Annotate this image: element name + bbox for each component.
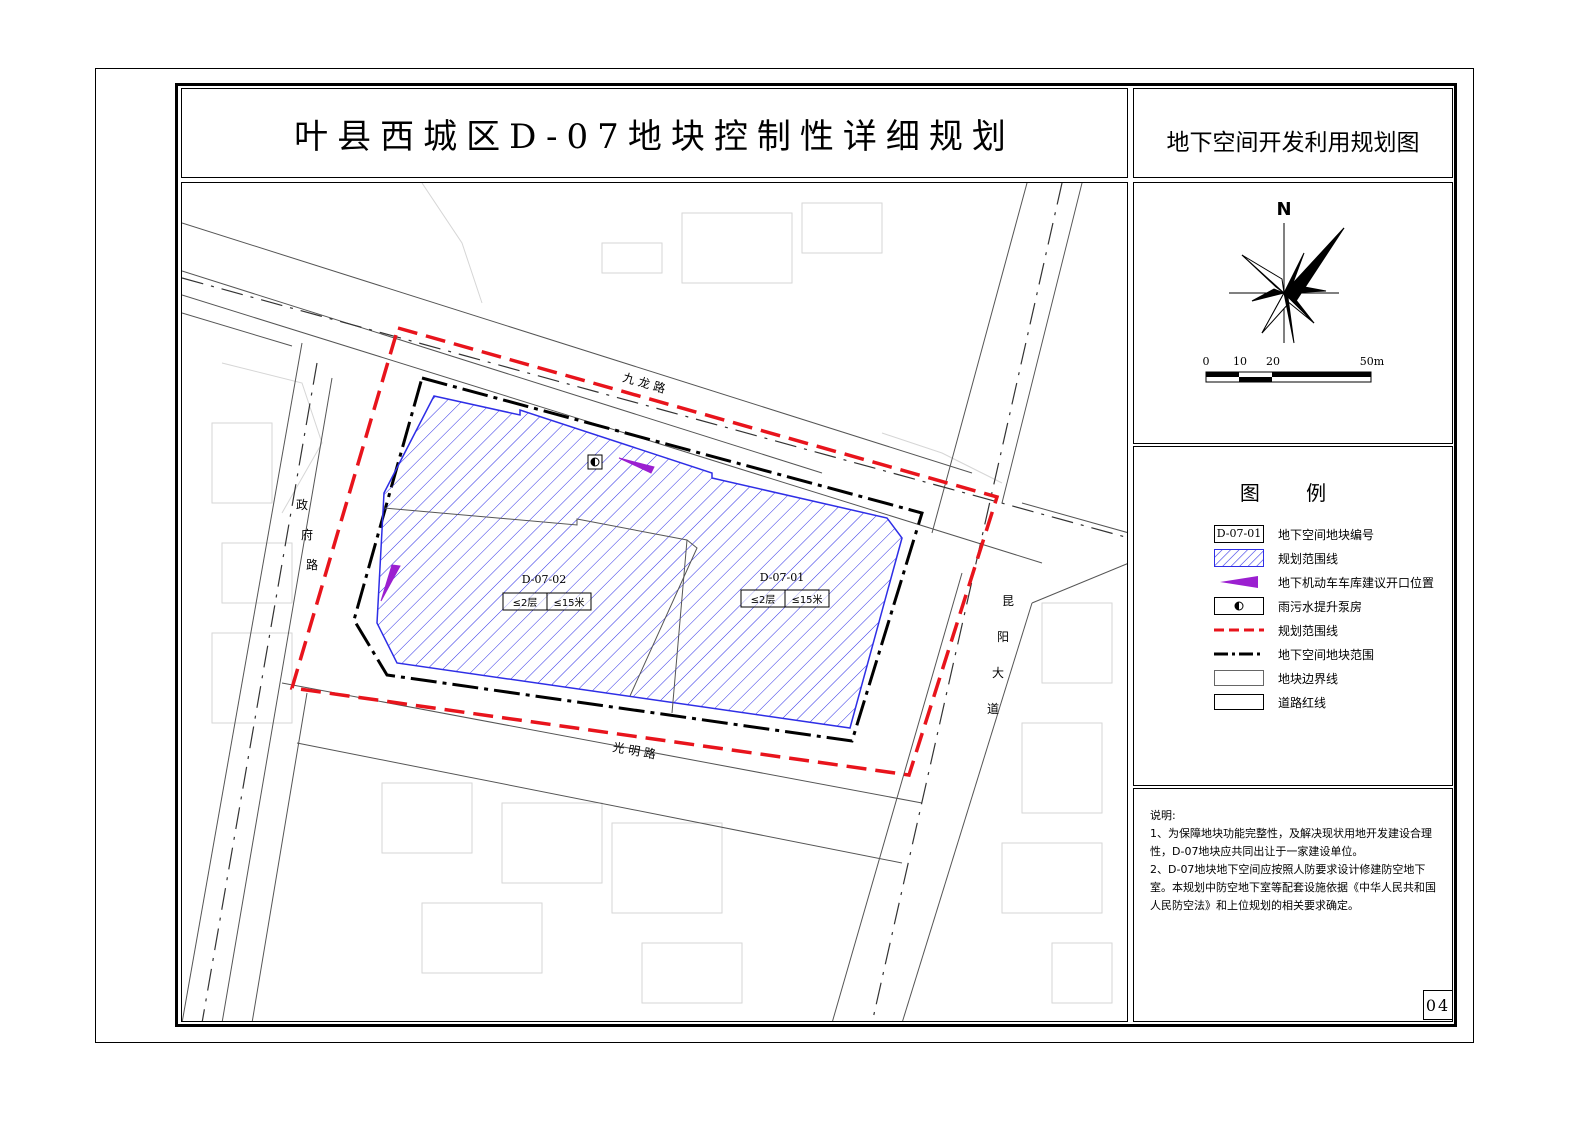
legend-item-garage-entrance: 地下机动车车库建议开口位置 — [1214, 573, 1454, 593]
svg-text:≤2层: ≤2层 — [513, 597, 538, 609]
legend-panel: 图 例 D-07-01 地下空间地块编号 规划范围线 地下机动车车库建议开口位置… — [1133, 446, 1453, 786]
road-label-guangming: 光 明 路 — [611, 739, 657, 761]
parcel-boundaries — [383, 507, 698, 714]
page-title: 叶县西城区D-07地块控制性详细规划 — [294, 116, 1015, 157]
subtitle-box: 地下空间开发利用规划图 — [1133, 88, 1453, 178]
road-label-kunyang-char: 昆 — [1002, 594, 1014, 608]
svg-text:20: 20 — [1266, 355, 1280, 368]
note-2: 2、D-07地块地下空间应按照人防要求设计修建防空地下室。本规划中防空地下室等配… — [1150, 863, 1436, 912]
map-subtitle: 地下空间开发利用规划图 — [1166, 130, 1420, 156]
legend-symbol-hatch — [1214, 549, 1264, 567]
legend-symbol-code: D-07-01 — [1214, 525, 1264, 543]
legend-item-planning-boundary: 规划范围线 — [1214, 621, 1454, 641]
svg-text:D-07-02: D-07-02 — [522, 573, 566, 586]
legend-symbol-red-dash — [1214, 628, 1264, 632]
underground-development-area — [376, 395, 903, 729]
planning-boundary — [289, 325, 1000, 777]
road-centerlines — [182, 183, 1127, 1021]
garage-entrance-west — [380, 564, 401, 602]
legend-item-hatch: 规划范围线 — [1214, 549, 1454, 569]
road-label-zhengfu-char: 府 — [301, 527, 313, 542]
road-label-zhengfu-char: 路 — [306, 557, 318, 572]
title-box: 叶县西城区D-07地块控制性详细规划 — [181, 88, 1128, 178]
legend-item-block-code: D-07-01 地下空间地块编号 — [1214, 525, 1454, 545]
svg-text:≤15米: ≤15米 — [791, 593, 822, 606]
notes: 说明: 1、为保障地块功能完整性，及解决现状用地开发建设合理性，D-07地块应共… — [1150, 807, 1440, 915]
page-number: 04 — [1423, 990, 1453, 1020]
road-label-kunyang-char: 道 — [987, 702, 999, 716]
legend-symbol-entrance — [1220, 576, 1258, 588]
svg-text:≤2层: ≤2层 — [751, 594, 776, 606]
road-label-zhengfu-char: 政 — [296, 498, 308, 512]
underground-block-range — [352, 376, 924, 743]
map-panel: D-07-02 ≤2层 ≤15米 D-07-01 ≤2层 ≤15米 九 龙 路 … — [181, 182, 1128, 1022]
scale-bar: 0 10 20 50m — [1203, 355, 1385, 383]
legend-item-road-redline: 道路红线 — [1214, 693, 1454, 713]
road-lines — [182, 183, 1127, 1021]
legend-item-pump-station: 雨污水提升泵房 — [1214, 597, 1454, 617]
legend-symbol-road-line — [1214, 694, 1264, 710]
outer-frame — [95, 68, 1474, 1043]
road-label-kunyang-char: 大 — [992, 666, 1004, 680]
road-label-zhengfu: 政府路 — [296, 498, 318, 572]
legend-symbol-black-dash — [1214, 652, 1264, 656]
legend-symbol-pump — [1214, 597, 1264, 615]
north-label: N — [1276, 199, 1291, 220]
pump-station-symbol-fill — [591, 458, 595, 466]
parcel-label-d0701: D-07-01 ≤2层 ≤15米 — [740, 571, 830, 608]
svg-text:D-07-01: D-07-01 — [760, 571, 804, 584]
north-arrow: N 0 10 20 50m — [1203, 199, 1385, 383]
inner-frame — [175, 83, 1457, 1027]
garage-entrance-north — [618, 457, 655, 474]
svg-text:0: 0 — [1203, 355, 1210, 368]
svg-text:50m: 50m — [1360, 355, 1385, 368]
planning-map: D-07-02 ≤2层 ≤15米 D-07-01 ≤2层 ≤15米 九 龙 路 … — [182, 183, 1127, 1021]
notes-heading: 说明: — [1150, 809, 1176, 822]
background-context — [211, 183, 1113, 1004]
north-arrow-panel: N 0 10 20 50m — [1133, 182, 1453, 444]
parcel-label-d0702: D-07-02 ≤2层 ≤15米 — [502, 573, 592, 611]
notes-panel: 说明: 1、为保障地块功能完整性，及解决现状用地开发建设合理性，D-07地块应共… — [1133, 788, 1453, 1022]
note-1: 1、为保障地块功能完整性，及解决现状用地开发建设合理性，D-07地块应共同出让于… — [1150, 827, 1432, 858]
svg-text:≤15米: ≤15米 — [553, 596, 584, 609]
legend-item-block-boundary: 地块边界线 — [1214, 669, 1454, 689]
legend-item-underground-range: 地下空间地块范围 — [1214, 645, 1454, 665]
legend-title: 图 例 — [1239, 481, 1347, 505]
road-label-kunyang-char: 阳 — [997, 630, 1009, 644]
svg-text:10: 10 — [1233, 355, 1247, 368]
legend-symbol-block-line — [1214, 670, 1264, 686]
